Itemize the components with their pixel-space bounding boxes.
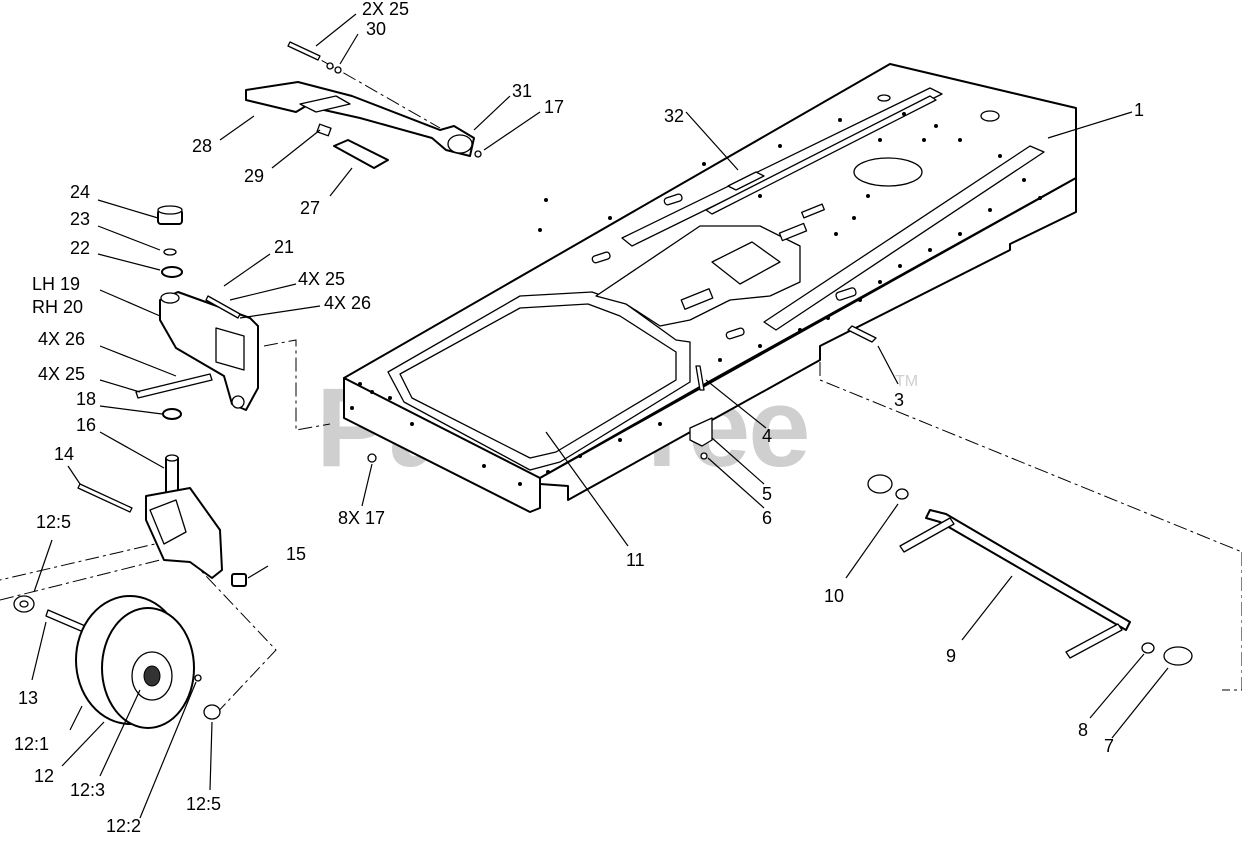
part-6-nut: [700, 452, 708, 460]
part-18-washer: [162, 408, 182, 420]
part-23-ring: [163, 248, 177, 256]
part-17-nut-top: [474, 150, 482, 158]
part-3-bolt: [847, 325, 877, 343]
frame-center-hole: [853, 157, 923, 187]
part-4-bolt: [695, 365, 705, 391]
callout-8x17: 8X 17: [338, 508, 385, 528]
callout-4x25-left: 4X 25: [38, 364, 85, 384]
callout-32: 32: [664, 106, 684, 126]
callout-24: 24: [70, 182, 90, 202]
callout-2x25: 2X 25: [362, 0, 409, 19]
part-17-nut: [367, 453, 377, 463]
callout-labels: 2X 25 30 31 17 28 29 27 24 23 22 21 LH 1…: [14, 0, 1144, 836]
callout-12-1: 12:1: [14, 734, 49, 754]
leader-lines: [31, 13, 1169, 819]
frame-slot-left: [621, 87, 943, 247]
callout-3: 3: [894, 390, 904, 410]
callout-22: 22: [70, 238, 90, 258]
part-7-flange: [1163, 646, 1193, 666]
callout-21: 21: [274, 237, 294, 257]
callout-14: 14: [54, 444, 74, 464]
part-8-bushing: [1141, 642, 1155, 654]
callout-4x26-top: 4X 26: [324, 293, 371, 313]
callout-23: 23: [70, 209, 90, 229]
callout-4: 4: [762, 426, 772, 446]
axle-assembly: [867, 474, 1193, 666]
callout-15: 15: [286, 544, 306, 564]
steering-arm-assembly: [245, 41, 482, 169]
frame-side-skirt: [539, 177, 1077, 501]
callout-12-5-bottom: 12:5: [186, 794, 221, 814]
callout-12-3: 12:3: [70, 780, 105, 800]
callout-12-2: 12:2: [106, 816, 141, 836]
callout-7: 7: [1104, 736, 1114, 756]
caster-assembly: [77, 205, 259, 587]
callout-lh19: LH 19: [32, 274, 80, 294]
part-29-block: [316, 123, 332, 137]
callout-18: 18: [76, 389, 96, 409]
callout-28: 28: [192, 136, 212, 156]
part-25-bolt-left: [135, 373, 213, 399]
part-15-nut: [231, 573, 247, 587]
callout-5: 5: [762, 484, 772, 504]
watermark-trademark: TM: [895, 373, 918, 390]
part-32-bracket: [727, 171, 765, 191]
callout-9: 9: [946, 646, 956, 666]
callout-12: 12: [34, 766, 54, 786]
callout-6: 6: [762, 508, 772, 528]
part-12-2-fitting: [194, 674, 202, 682]
callout-16: 16: [76, 415, 96, 435]
wheel-assembly: [13, 595, 221, 729]
frame-holes: [350, 112, 1042, 486]
callout-13: 13: [18, 688, 38, 708]
callout-1: 1: [1134, 100, 1144, 120]
callout-10: 10: [824, 586, 844, 606]
part-31-pivot: [447, 134, 473, 154]
callout-29: 29: [244, 166, 264, 186]
callout-27: 27: [300, 198, 320, 218]
frame-assembly: [343, 63, 1077, 513]
part-10-flange: [867, 474, 893, 494]
callout-4x26-left: 4X 26: [38, 329, 85, 349]
assembly-guides: [0, 47, 1242, 719]
callout-4x25-top: 4X 25: [298, 269, 345, 289]
callout-rh20: RH 20: [32, 297, 83, 317]
part-25-bolt: [287, 41, 321, 61]
part-22-washer: [161, 266, 183, 278]
part-9-axle: [925, 509, 1131, 631]
part-27-pad: [333, 139, 389, 169]
part-12-5-bearing-b: [203, 704, 221, 720]
callout-31: 31: [512, 81, 532, 101]
callout-17-top: 17: [544, 97, 564, 117]
callout-30: 30: [366, 19, 386, 39]
callout-11: 11: [626, 550, 645, 570]
part-30-washer: [334, 66, 342, 74]
frame-front-face: [343, 377, 541, 513]
part-14-bolt: [77, 483, 133, 513]
frame-slot-right: [763, 145, 1045, 331]
part-5-bracket: [689, 417, 713, 447]
callout-8: 8: [1078, 720, 1088, 740]
callout-12-5-top: 12:5: [36, 512, 71, 532]
